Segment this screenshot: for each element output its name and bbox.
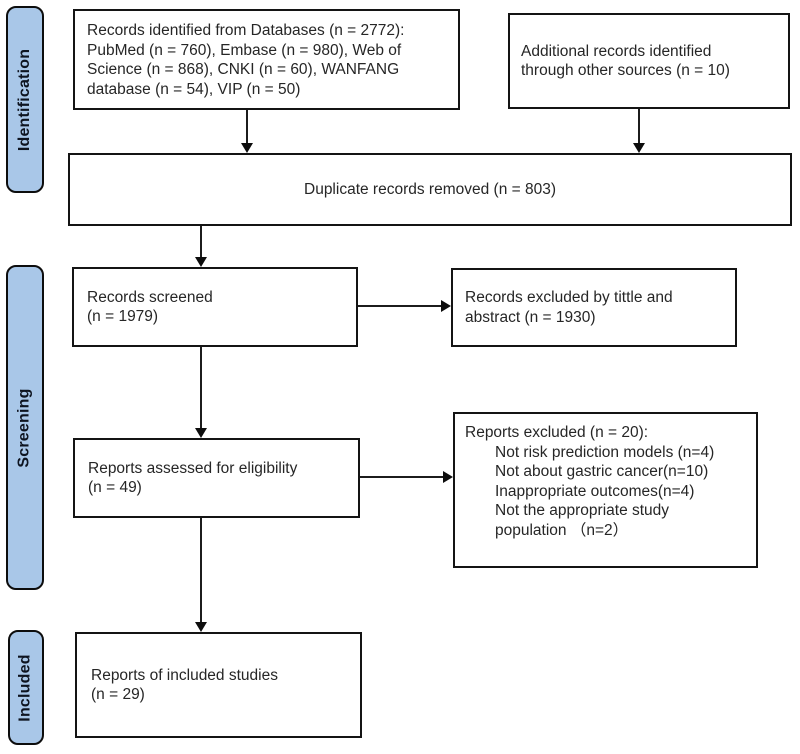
box-duplicate-records-removed: Duplicate records removed (n = 803) — [68, 153, 792, 226]
text-line: (n = 1979) — [87, 308, 159, 325]
arrow-down-icon — [633, 143, 645, 153]
text-line: (n = 49) — [88, 479, 142, 496]
arrow-shaft — [200, 226, 202, 258]
stage-label-identification: Identification — [16, 48, 34, 151]
text-line: Not about gastric cancer(n=10) — [495, 463, 709, 480]
arrow-shaft — [638, 109, 640, 144]
arrow-shaft — [200, 347, 202, 429]
text-line: Reports assessed for eligibility — [88, 459, 298, 477]
arrow-shaft — [246, 110, 248, 144]
box-records-excluded-title-abstract: Records excluded by tittle and abstract … — [451, 268, 737, 347]
arrow-down-icon — [195, 622, 207, 632]
text-line: Not the appropriate study — [495, 502, 670, 519]
text-line: through other sources (n = 10) — [521, 62, 730, 79]
text-line: (n = 29) — [91, 686, 145, 703]
arrow-down-icon — [241, 143, 253, 153]
stage-badge-included: Included — [8, 630, 44, 745]
arrow-down-other-sources-to-duplicates — [633, 109, 645, 153]
stage-label-included: Included — [17, 653, 35, 722]
box-records-identified-databases: Records identified from Databases (n = 2… — [73, 9, 460, 110]
text-line: Science (n = 868), CNKI (n = 60), WANFAN… — [87, 61, 400, 78]
arrow-down-icon — [195, 428, 207, 438]
arrow-down-screened-to-assessed — [195, 347, 207, 438]
box-records-screened: Records screened (n = 1979) — [72, 267, 358, 347]
text-line: Records excluded by tittle and — [465, 289, 673, 306]
arrow-shaft — [200, 518, 202, 623]
box-reports-included-studies: Reports of included studies (n = 29) — [75, 632, 362, 738]
box-reports-excluded-reasons: Reports excluded (n = 20): Not risk pred… — [453, 412, 758, 568]
text-line: Records identified from Databases (n = 2… — [87, 22, 405, 39]
text-line: abstract (n = 1930) — [465, 308, 596, 326]
arrow-right-assessed-to-excluded — [360, 471, 453, 483]
arrow-right-icon — [441, 300, 451, 312]
arrow-shaft — [358, 305, 442, 307]
text-line: Reports of included studies — [91, 666, 278, 684]
arrow-down-databases-to-duplicates — [241, 110, 253, 153]
text-line: Reports excluded (n = 20): — [465, 424, 649, 441]
box-reports-assessed-eligibility: Reports assessed for eligibility (n = 49… — [73, 438, 360, 518]
arrow-down-icon — [195, 257, 207, 267]
arrow-down-assessed-to-included — [195, 518, 207, 632]
text-line: Inappropriate outcomes(n=4) — [495, 482, 695, 500]
arrow-shaft — [360, 476, 444, 478]
arrow-down-duplicates-to-screened — [195, 226, 207, 267]
text-line: Not risk prediction models (n=4) — [495, 443, 715, 461]
stage-label-screening: Screening — [16, 387, 34, 468]
text-line: database (n = 54), VIP (n = 50) — [87, 80, 301, 98]
arrow-right-icon — [443, 471, 453, 483]
stage-badge-screening: Screening — [6, 265, 44, 590]
box-additional-records-other-sources: Additional records identified through ot… — [508, 13, 790, 109]
text-line: Records screened — [87, 288, 213, 306]
text-line: Duplicate records removed (n = 803) — [304, 180, 556, 198]
stage-badge-identification: Identification — [6, 6, 44, 193]
arrow-right-screened-to-excluded — [358, 300, 451, 312]
text-line: Additional records identified — [521, 42, 712, 60]
text-line: population （n=2） — [495, 521, 629, 539]
text-line: PubMed (n = 760), Embase (n = 980), Web … — [87, 41, 402, 59]
